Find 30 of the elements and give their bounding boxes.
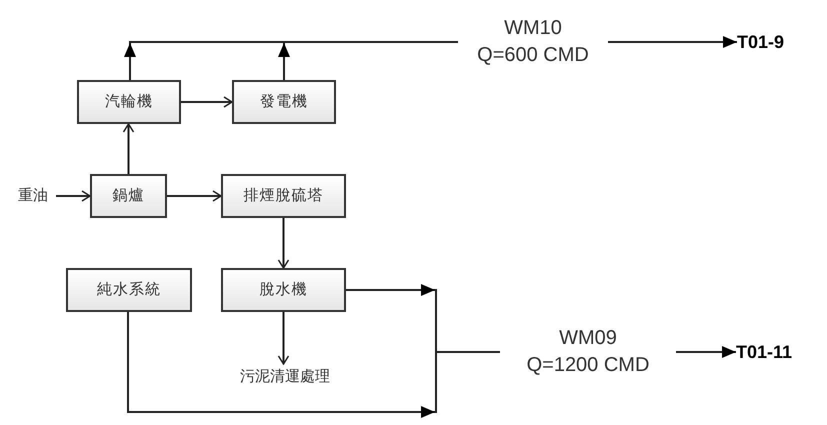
arrow (181, 96, 233, 108)
arrow (278, 43, 290, 80)
arrow (278, 312, 290, 365)
flow-label: Q=1200 CMD (526, 353, 650, 378)
arrow (127, 312, 435, 418)
flow-label: WM10 (504, 16, 562, 41)
flow-label: Q=600 CMD (477, 43, 589, 68)
flow-label: WM09 (559, 326, 617, 351)
process-box: 脫水機 (221, 268, 346, 312)
process-box: 排煙脫硫塔 (221, 174, 346, 218)
arrow (608, 36, 737, 48)
flow-label: 重油 (18, 186, 48, 206)
connector-line (437, 351, 500, 353)
connector-line (429, 41, 458, 43)
process-box: 發電機 (232, 80, 336, 124)
destination-label: T01-9 (737, 30, 784, 54)
collector-line (129, 41, 429, 43)
arrow (346, 284, 435, 296)
arrow (56, 190, 91, 202)
collector-line (435, 289, 437, 413)
flow-label: 污泥清運處理 (240, 366, 330, 387)
arrow (167, 190, 222, 202)
process-box: 鍋爐 (90, 174, 167, 218)
arrow (278, 218, 290, 269)
process-box: 汽輪機 (77, 80, 181, 124)
arrow (676, 346, 736, 358)
arrow (122, 123, 134, 174)
process-box: 純水系統 (66, 268, 192, 312)
destination-label: T01-11 (736, 340, 792, 364)
arrow (124, 43, 136, 80)
